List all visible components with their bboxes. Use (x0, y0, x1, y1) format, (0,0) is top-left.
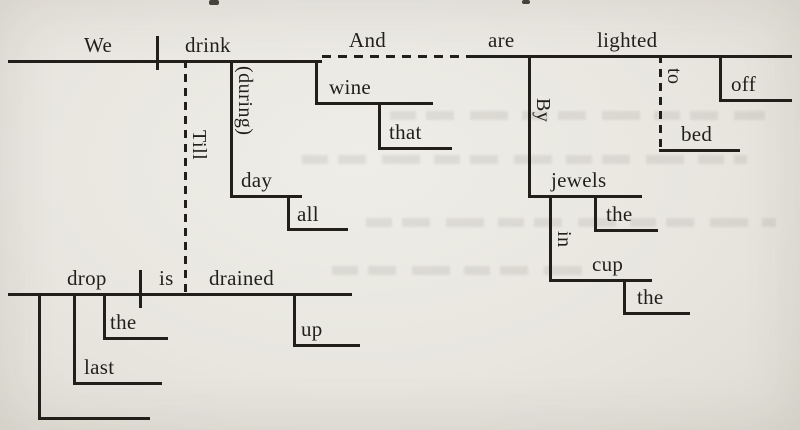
word-jewels: jewels (551, 168, 607, 192)
word-we: We (84, 33, 113, 57)
page-edge-mark (209, 0, 219, 5)
word-is: is (159, 266, 174, 290)
the-jewels-baseline (594, 229, 658, 232)
last-baseline (73, 382, 162, 385)
showthrough-text-artifact (390, 111, 765, 120)
that-baseline (378, 147, 452, 150)
outer-modifier-connector-line (38, 293, 41, 420)
word-the-drop: the (110, 310, 137, 334)
bed-baseline (659, 149, 740, 152)
outer-modifier-baseline (38, 417, 150, 420)
word-up: up (301, 317, 323, 341)
word-to: to (663, 68, 685, 85)
and-conjunction-dashed-line (322, 55, 470, 58)
word-during: (during) (234, 66, 256, 136)
during-preposition-line (230, 60, 233, 198)
word-drained: drained (209, 266, 275, 290)
wine-baseline (315, 102, 433, 105)
subject-verb-divider-1 (156, 36, 159, 70)
clause1-baseline (8, 60, 322, 63)
word-bed: bed (681, 122, 713, 146)
word-drink: drink (185, 33, 231, 57)
word-in: in (553, 231, 575, 248)
word-are: are (488, 28, 515, 52)
all-connector-line (287, 195, 290, 231)
word-the-cup: the (637, 285, 664, 309)
that-connector-line (378, 102, 381, 150)
showthrough-text-artifact (302, 155, 747, 164)
jewels-baseline (528, 195, 642, 198)
the-cup-connector-line (623, 279, 626, 315)
word-lighted: lighted (597, 28, 658, 52)
up-baseline (293, 344, 360, 347)
showthrough-text-artifact (366, 218, 776, 227)
word-last: last (84, 355, 115, 379)
by-preposition-line (528, 55, 531, 198)
cup-baseline (549, 279, 652, 282)
the-drop-connector-line (103, 293, 106, 340)
the-drop-baseline (103, 337, 168, 340)
clause2-baseline (470, 55, 792, 58)
word-day: day (241, 168, 273, 192)
word-all: all (297, 202, 319, 226)
off-baseline (719, 99, 792, 102)
all-baseline (287, 228, 348, 231)
word-and: And (349, 28, 387, 52)
wine-connector-line (315, 60, 318, 105)
the-jewels-connector-line (594, 195, 597, 232)
clause3-baseline (8, 293, 352, 296)
word-wine: wine (329, 75, 372, 99)
page-edge-mark (522, 0, 530, 4)
word-that: that (389, 120, 422, 144)
subject-verb-divider-3 (139, 270, 142, 308)
showthrough-text-artifact (332, 266, 582, 275)
off-connector-line (719, 55, 722, 102)
word-cup: cup (592, 252, 624, 276)
in-preposition-line (549, 195, 552, 282)
till-conjunction-dashed-line (184, 60, 187, 296)
to-preposition-dashed-line (659, 55, 662, 152)
the-cup-baseline (623, 312, 690, 315)
up-connector-line (293, 293, 296, 347)
word-off: off (731, 72, 757, 96)
word-till: Till (188, 130, 210, 161)
last-connector-line (73, 293, 76, 385)
word-the-jewels: the (606, 202, 633, 226)
day-baseline (230, 195, 302, 198)
word-drop: drop (67, 266, 107, 290)
word-by: By (532, 98, 554, 123)
